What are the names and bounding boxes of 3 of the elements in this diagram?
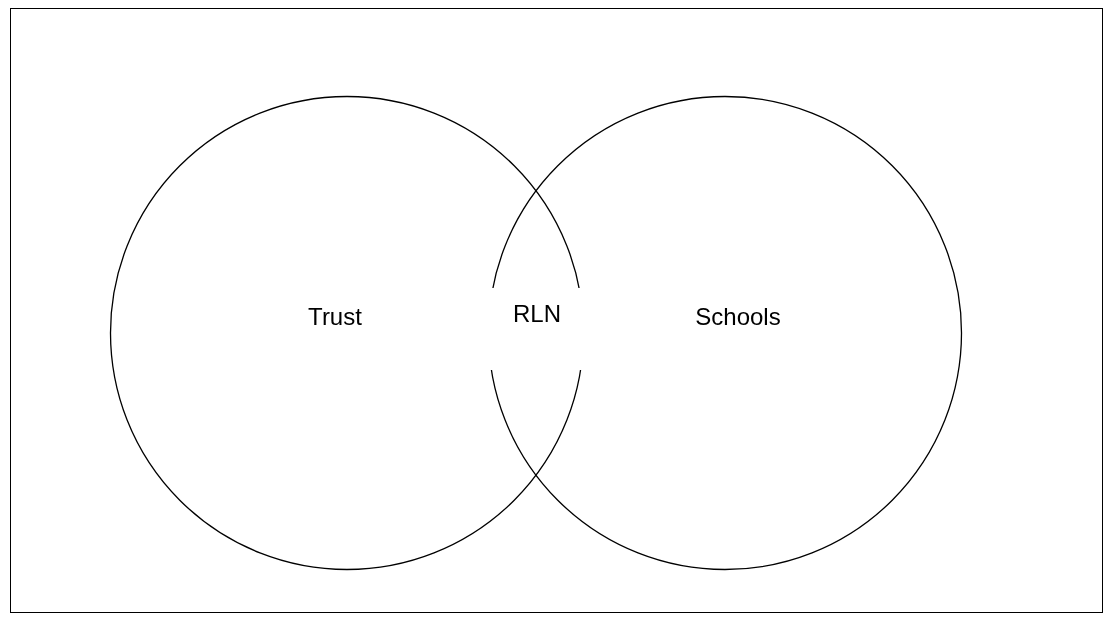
set-label: Schools	[695, 303, 781, 331]
set-label: Trust	[308, 303, 362, 331]
overlap-label: RLN	[513, 300, 561, 328]
